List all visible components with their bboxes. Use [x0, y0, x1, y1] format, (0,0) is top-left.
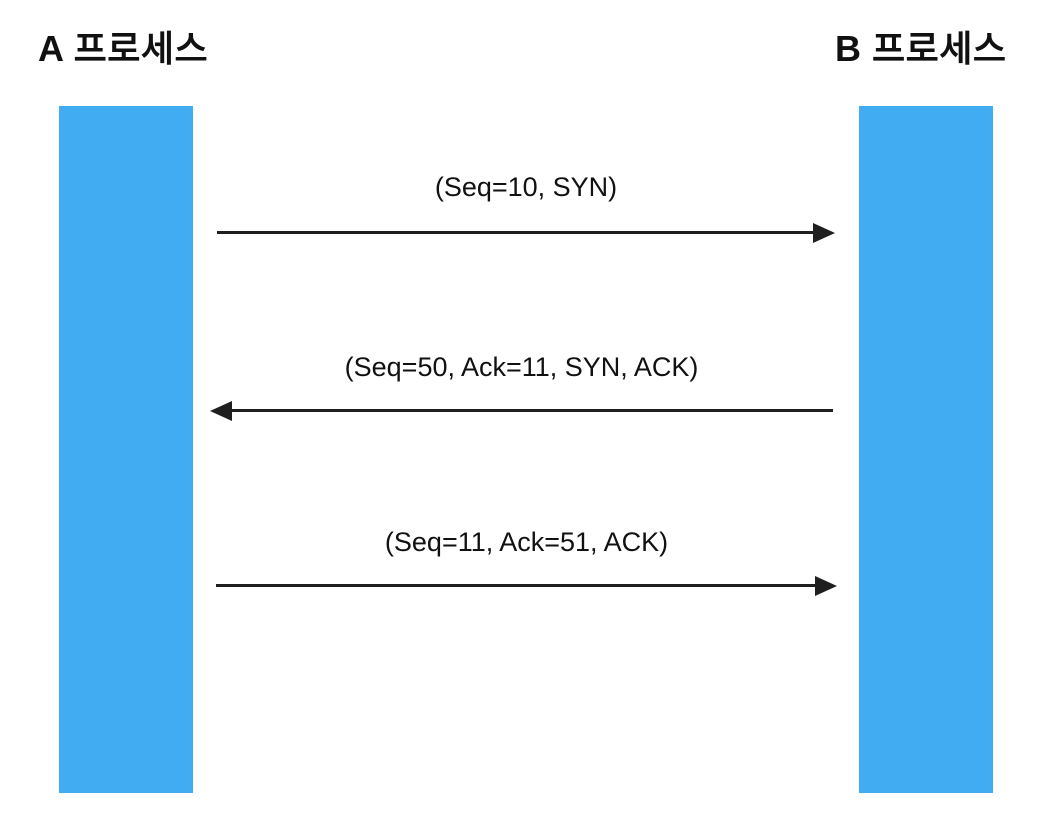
process-b-title: B 프로세스: [835, 28, 1007, 69]
message-syn-label: (Seq=10, SYN): [434, 172, 618, 202]
arrowhead-left-icon: [210, 401, 232, 421]
message-syn-ack-line: [231, 409, 833, 412]
message-syn-ack-label: (Seq=50, Ack=11, SYN, ACK): [344, 352, 699, 382]
message-syn-line: [217, 231, 813, 234]
process-a-title: A 프로세스: [38, 28, 209, 69]
arrowhead-right-icon: [815, 576, 837, 596]
process-a-lifeline: [59, 106, 193, 793]
message-ack-line: [216, 584, 815, 587]
arrowhead-right-icon: [813, 223, 835, 243]
message-ack-label: (Seq=11, Ack=51, ACK): [384, 527, 669, 557]
process-b-lifeline: [859, 106, 993, 793]
